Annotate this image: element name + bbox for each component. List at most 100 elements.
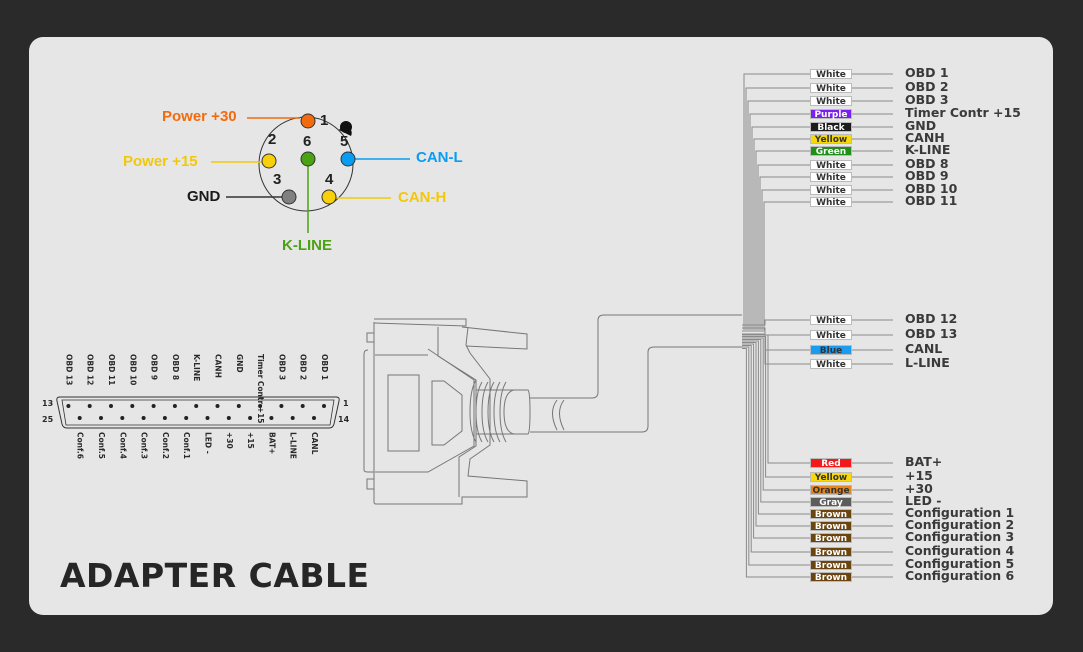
pin-number-2: 2 bbox=[268, 131, 277, 148]
wire-color-label: White bbox=[810, 315, 852, 326]
db25-pin-1 bbox=[322, 404, 326, 408]
db25-pin-22 bbox=[141, 416, 146, 420]
db25-pin-5 bbox=[236, 404, 241, 408]
key-notch bbox=[340, 121, 352, 133]
db25-pin-14 bbox=[312, 416, 316, 420]
label-power30: Power +30 bbox=[162, 108, 237, 125]
wire-signal-label: Configuration 4 bbox=[905, 543, 1015, 558]
wire-path bbox=[742, 348, 810, 578]
db25-top-label: OBD 10 bbox=[128, 354, 138, 386]
db25-pin-21 bbox=[162, 416, 167, 420]
db25-top-label: OBD 13 bbox=[64, 354, 74, 386]
label-power15: Power +15 bbox=[123, 153, 198, 170]
wire-signal-label: OBD 12 bbox=[905, 311, 958, 326]
pin-2 bbox=[261, 153, 277, 169]
pin-1 bbox=[300, 113, 316, 129]
db25-pin-12 bbox=[87, 404, 92, 408]
wire-color-label: Brown bbox=[810, 547, 852, 558]
wire-path bbox=[761, 189, 810, 330]
db25-bottom-label: BAT+ bbox=[267, 432, 277, 455]
wire-path bbox=[755, 150, 810, 330]
wire-path bbox=[742, 343, 810, 539]
wire-color-label: White bbox=[810, 83, 852, 94]
db25-top-label: OBD 1 bbox=[320, 354, 329, 381]
db25-pin-7 bbox=[194, 404, 199, 408]
db25-pin-24 bbox=[99, 416, 103, 420]
wire-color-label: Brown bbox=[810, 509, 852, 520]
wire-signal-label: K-LINE bbox=[905, 142, 951, 157]
wire-color-label: Orange bbox=[810, 485, 852, 496]
wire-signal-label: Timer Contr +15 bbox=[905, 105, 1021, 120]
wire-harness bbox=[742, 73, 893, 578]
wire-signal-label: +15 bbox=[905, 468, 933, 483]
wire-signal-label: OBD 13 bbox=[905, 326, 958, 341]
db25-pin-13 bbox=[66, 404, 71, 408]
db25-row2-start: 14 bbox=[338, 415, 350, 424]
wire-color-label: Yellow bbox=[810, 134, 852, 145]
wire-path bbox=[763, 201, 810, 330]
db25-top-label: OBD 8 bbox=[170, 354, 180, 381]
db25-top-label: GND bbox=[234, 354, 244, 373]
label-kline: K-LINE bbox=[282, 237, 332, 254]
wire-path bbox=[751, 126, 810, 330]
db25-top-label: OBD 3 bbox=[277, 354, 287, 381]
wire-color-label: White bbox=[810, 359, 852, 370]
db25-bottom-label: LED - bbox=[203, 432, 213, 454]
db25-row2-end: 25 bbox=[42, 415, 54, 424]
db25-top-label: OBD 2 bbox=[298, 354, 308, 381]
db25-bottom-label: Conf.2 bbox=[160, 432, 170, 459]
wire-color-label: Brown bbox=[810, 560, 852, 571]
wire-path bbox=[757, 164, 810, 330]
wire-path bbox=[743, 73, 810, 330]
wire-color-label: Green bbox=[810, 146, 852, 157]
wire-signal-label: CANL bbox=[905, 341, 943, 356]
wire-color-label: White bbox=[810, 96, 852, 107]
round-connector bbox=[211, 113, 410, 233]
db25-pin-4 bbox=[258, 404, 263, 408]
wire-signal-label: L-LINE bbox=[905, 355, 950, 370]
wire-signal-label: OBD 3 bbox=[905, 92, 949, 107]
wire-path bbox=[742, 337, 810, 491]
wire-signal-label: Configuration 2 bbox=[905, 517, 1015, 532]
wire-color-label: White bbox=[810, 185, 852, 196]
wire-color-label: Black bbox=[810, 122, 852, 133]
db25-bottom-label: Conf.1 bbox=[182, 432, 192, 459]
db25-pin-2 bbox=[300, 404, 305, 408]
wire-signal-label: Configuration 5 bbox=[905, 556, 1015, 571]
db25-top-label: OBD 11 bbox=[107, 354, 116, 386]
wire-path bbox=[742, 319, 810, 326]
wire-color-label: Yellow bbox=[810, 472, 852, 483]
pin-number-5: 5 bbox=[340, 133, 349, 150]
db25-bottom-label: +15 bbox=[246, 432, 256, 449]
db25-top-label: CANH bbox=[213, 354, 223, 378]
db25-top-label: K-LINE bbox=[192, 354, 202, 382]
db25-bottom-label: Conf.6 bbox=[75, 432, 85, 459]
wire-signal-label: Configuration 1 bbox=[905, 505, 1015, 520]
wire-signal-label: BAT+ bbox=[905, 454, 943, 469]
pin-number-4: 4 bbox=[325, 171, 334, 188]
wire-path bbox=[742, 339, 810, 503]
label-gnd: GND bbox=[187, 188, 221, 205]
wire-signal-label: Configuration 6 bbox=[905, 568, 1015, 583]
db25-face bbox=[56, 396, 340, 429]
db25-bottom-label: +30 bbox=[224, 432, 234, 449]
db25-bottom-label: Conf.5 bbox=[97, 432, 106, 459]
label-canh: CAN-H bbox=[398, 189, 447, 206]
pin-6 bbox=[300, 151, 316, 167]
wire-signal-label: Configuration 3 bbox=[905, 529, 1015, 544]
label-canl: CAN-L bbox=[416, 149, 463, 166]
wire-signal-label: OBD 2 bbox=[905, 79, 949, 94]
db25-bottom-label: CANL bbox=[310, 432, 319, 455]
db25-pin-15 bbox=[290, 416, 295, 420]
wire-color-label: White bbox=[810, 172, 852, 183]
db25-plug-drawing bbox=[363, 314, 742, 505]
wire-color-label: Brown bbox=[810, 533, 852, 544]
wire-color-label: Brown bbox=[810, 572, 852, 583]
db25-pin-23 bbox=[120, 416, 125, 420]
wire-color-label: Purple bbox=[810, 109, 852, 120]
wire-path bbox=[747, 100, 810, 330]
wire-color-label: White bbox=[810, 330, 852, 341]
db25-pin-19 bbox=[205, 416, 210, 420]
page-title: ADAPTER CABLE bbox=[60, 556, 370, 595]
